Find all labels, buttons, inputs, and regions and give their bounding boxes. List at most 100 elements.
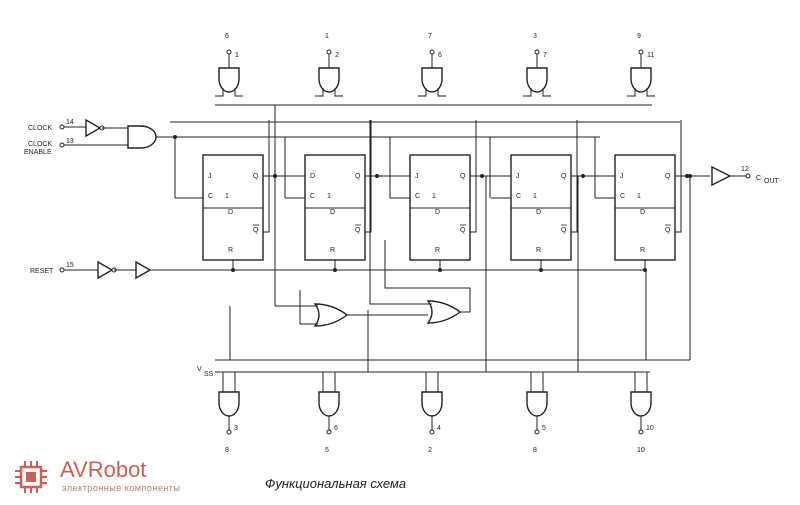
clock-enable-label: CLOCK	[28, 141, 52, 148]
ff-clock-label: C	[620, 193, 625, 200]
gate-input-wire	[315, 88, 324, 97]
top-output-name: 3	[533, 33, 537, 40]
output-label: C	[756, 175, 761, 182]
top-output-pin: 6	[438, 52, 442, 59]
bottom-output-pin: 10	[646, 425, 654, 432]
ff-q-label: Q	[460, 173, 466, 180]
pin-terminal	[226, 429, 232, 435]
bottom-output-pin: 6	[334, 425, 338, 432]
flipflop-3	[409, 154, 471, 261]
ff-qbar-wire	[470, 120, 477, 233]
wire	[274, 105, 318, 307]
ff-q-label: Q	[665, 173, 671, 180]
pin-terminal	[534, 429, 540, 435]
ff-q-label: Q	[253, 173, 259, 180]
gate-input-wire	[215, 88, 224, 97]
gate-input-wire	[542, 88, 551, 97]
ff-one-label: 1	[225, 193, 229, 200]
bottom-and-gate-4	[526, 391, 548, 417]
top-output-name: 7	[428, 33, 432, 40]
gate-input-wire	[523, 88, 532, 97]
chip-icon	[14, 460, 48, 494]
gate-input-wire	[646, 88, 655, 97]
ff-q-label: Q	[561, 173, 567, 180]
pin-terminal	[638, 49, 644, 55]
top-and-gate-2	[318, 67, 340, 93]
ff-input-label: J	[415, 173, 419, 180]
bottom-and-gate-5	[630, 391, 652, 417]
ff-input-label: J	[620, 173, 624, 180]
top-output-pin: 1	[235, 52, 239, 59]
top-output-name: 1	[325, 33, 329, 40]
bottom-output-name: 8	[533, 447, 537, 454]
ff-reset-label: R	[330, 247, 335, 254]
bottom-output-name: 10	[637, 447, 645, 454]
logo-tagline: электронные компоненты	[62, 483, 181, 493]
top-output-pin: 7	[543, 52, 547, 59]
ff-one-label: 1	[327, 193, 331, 200]
reset-inverter	[97, 260, 114, 280]
top-and-gate-3	[421, 67, 443, 93]
ff-q-label: Q	[355, 173, 361, 180]
ff-reset-label: R	[640, 247, 645, 254]
ff-clock-label: C	[516, 193, 521, 200]
top-output-name: 6	[225, 33, 229, 40]
clock-inverter	[85, 118, 102, 138]
ff-clock-label: C	[415, 193, 420, 200]
vss-sub: SS	[204, 371, 214, 378]
pin-terminal	[326, 429, 332, 435]
wire	[369, 120, 432, 305]
ff-d-label: D	[228, 209, 233, 216]
gate-input-wire	[627, 88, 636, 97]
top-and-gate-1	[218, 67, 240, 93]
flipflop-5	[614, 154, 676, 261]
clock-pin: 14	[66, 119, 74, 126]
reset-pin: 15	[66, 262, 74, 269]
pin-terminal	[534, 49, 540, 55]
bottom-output-name: 2	[428, 447, 432, 454]
gate-input-wire	[418, 88, 427, 97]
top-and-gate-4	[526, 67, 548, 93]
junction-dot	[688, 174, 692, 178]
clock-enable-label-2: ENABLE	[24, 149, 52, 156]
ff-one-label: 1	[533, 193, 537, 200]
bottom-and-gate-3	[421, 391, 443, 417]
pin-terminal	[638, 429, 644, 435]
feedback-or-gate	[313, 303, 349, 327]
ff-reset-label: R	[536, 247, 541, 254]
pin-terminal	[429, 49, 435, 55]
output-label-sub: OUT	[764, 178, 780, 185]
top-output-name: 9	[637, 33, 641, 40]
clock-and-gate	[127, 125, 157, 149]
ff-d-label: D	[640, 209, 645, 216]
clock-enable-pin: 13	[66, 138, 74, 145]
vss-label: V	[197, 366, 202, 373]
ff-qbar-label: Q	[253, 227, 259, 234]
pin-terminal	[429, 429, 435, 435]
ff-qbar-wire	[571, 120, 578, 233]
reset-buffer	[135, 260, 152, 280]
top-and-gate-5	[630, 67, 652, 93]
pin-terminal	[59, 267, 65, 273]
ff-qbar-label: Q	[561, 227, 567, 234]
ff-input-label: J	[516, 173, 520, 180]
pin-terminal	[745, 173, 751, 179]
ff-reset-label: R	[228, 247, 233, 254]
ff-reset-label: R	[435, 247, 440, 254]
top-output-pin: 11	[647, 52, 654, 59]
pin-terminal	[59, 124, 65, 130]
ff-qbar-label: Q	[355, 227, 361, 234]
diagram-caption: Функциональная схема	[265, 476, 407, 491]
ff-input-label: D	[310, 173, 315, 180]
clock-label: CLOCK	[28, 125, 52, 132]
bottom-output-name: 8	[225, 447, 229, 454]
ff-input-label: J	[208, 173, 212, 180]
pin-terminal	[59, 142, 65, 148]
gate-input-wire	[437, 88, 446, 97]
wire	[384, 240, 471, 313]
pin-terminal	[326, 49, 332, 55]
bottom-output-name: 5	[325, 447, 329, 454]
output-pin: 12	[741, 166, 749, 173]
ff-d-label: D	[330, 209, 335, 216]
